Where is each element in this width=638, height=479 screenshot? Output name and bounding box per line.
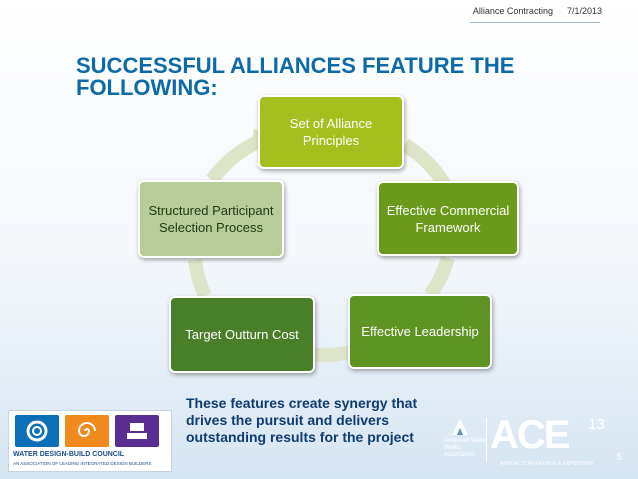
slide-title: SUCCESSFUL ALLIANCES FEATURE THE FOLLOWI… bbox=[76, 53, 515, 100]
awwa-triangle-icon bbox=[452, 419, 468, 435]
building-blocks-icon bbox=[115, 415, 159, 447]
wdbc-logo: WATER DESIGN-BUILD COUNCIL AN ASSOCIATIO… bbox=[8, 410, 172, 472]
cycle-item-label: Structured Participant Selection Process bbox=[148, 203, 274, 235]
cycle-item-participant-selection: Structured Participant Selection Process bbox=[138, 180, 284, 258]
ace-divider bbox=[486, 418, 487, 462]
awwa-label: American Water Works Association bbox=[444, 438, 487, 458]
spiral-icon bbox=[65, 415, 109, 447]
cycle-item-label: Effective Commercial Framework bbox=[386, 202, 510, 235]
wdbc-name: WATER DESIGN-BUILD COUNCIL bbox=[13, 451, 125, 458]
water-wave-icon bbox=[15, 415, 59, 447]
header-divider bbox=[470, 22, 600, 23]
header-label: Alliance Contracting bbox=[472, 6, 553, 16]
slide-header-meta: Alliance Contracting 7/1/2013 bbox=[473, 6, 602, 16]
synergy-statement: These features create synergy that drive… bbox=[186, 395, 418, 445]
cycle-item-label: Effective Leadership bbox=[361, 324, 479, 339]
header-date: 7/1/2013 bbox=[566, 6, 602, 16]
cycle-item-target-outturn-cost: Target Outturn Cost bbox=[169, 296, 315, 373]
ace-subtitle: ANNUAL CONFERENCE & EXPOSITION bbox=[500, 461, 594, 467]
ace-year: 13 bbox=[588, 416, 605, 433]
cycle-item-label: Set of Alliance Principles bbox=[289, 116, 373, 148]
cycle-item-label: Target Outturn Cost bbox=[185, 327, 299, 342]
ace-logo: ACE bbox=[490, 413, 570, 457]
cycle-arrow-segment bbox=[314, 345, 352, 363]
cycle-arrow-segment bbox=[424, 255, 455, 300]
wdbc-tagline: AN ASSOCIATION OF LEADING INTEGRATED DES… bbox=[13, 461, 152, 466]
cycle-arrow-segment bbox=[401, 139, 451, 189]
cycle-arrow-segment bbox=[188, 259, 212, 299]
cycle-item-commercial-framework: Effective Commercial Framework bbox=[377, 181, 519, 256]
wdbc-logo-icons bbox=[15, 415, 159, 447]
cycle-item-effective-leadership: Effective Leadership bbox=[348, 294, 492, 369]
page-number: 5 bbox=[616, 452, 622, 463]
cycle-item-alliance-principles: Set of Alliance Principles bbox=[258, 95, 404, 169]
